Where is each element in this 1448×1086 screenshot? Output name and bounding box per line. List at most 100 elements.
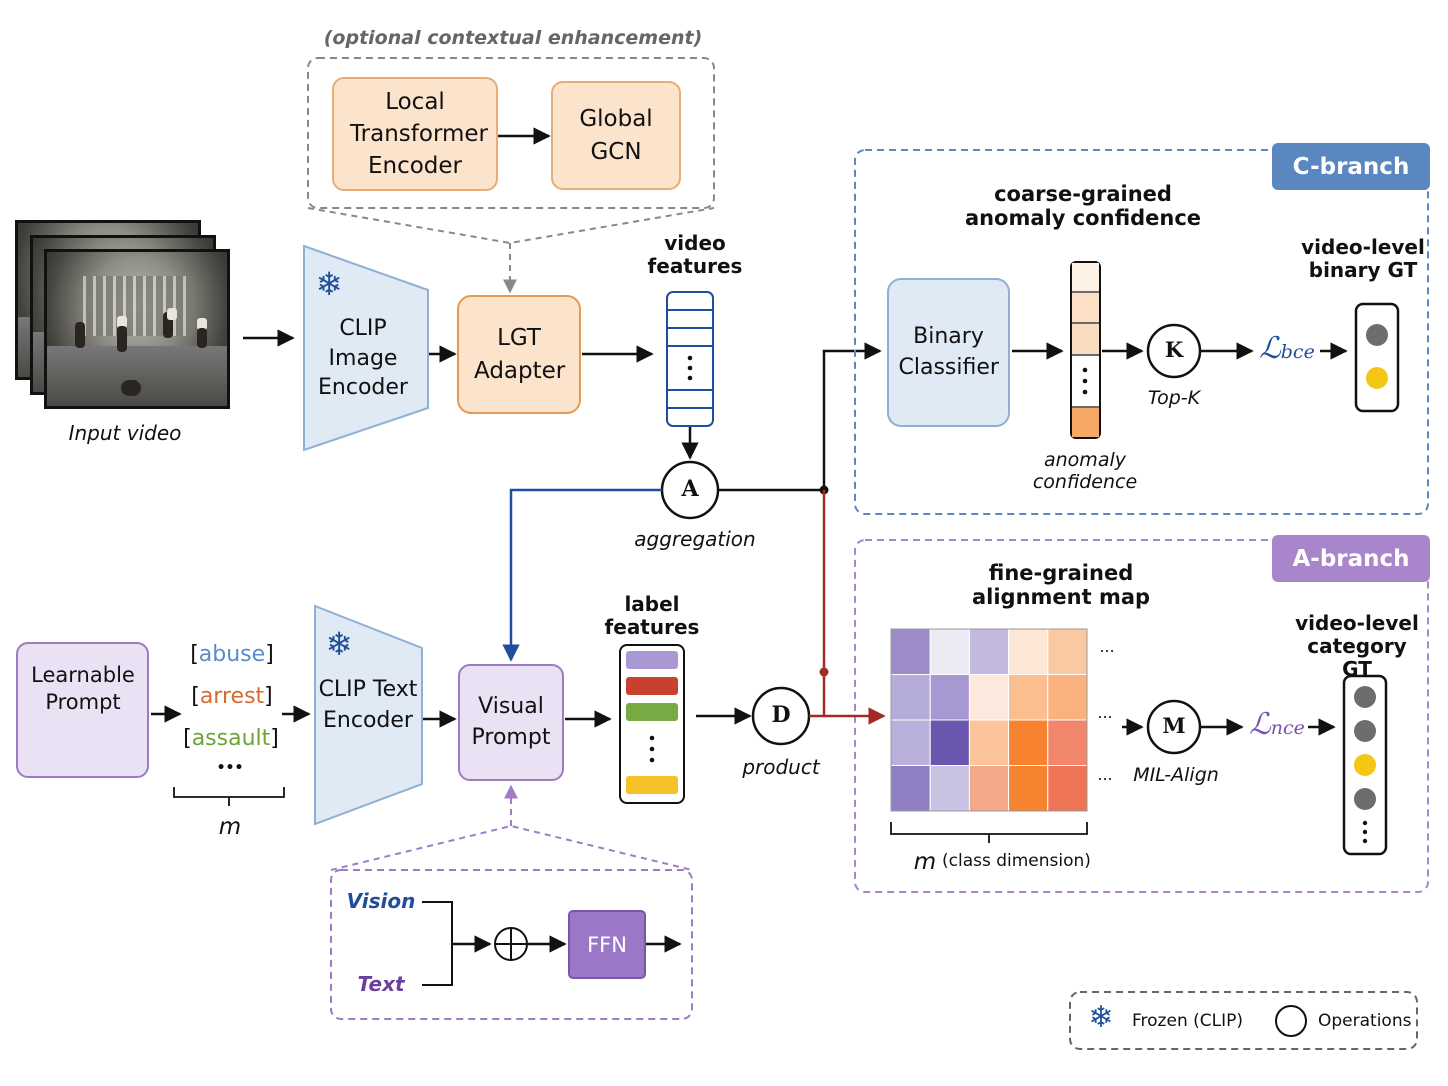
clip-image-encoder-label: CLIP Image Encoder	[318, 316, 408, 401]
heatmap-dots-row1: ...	[1099, 637, 1115, 656]
legend-frame	[1069, 991, 1418, 1050]
abranch-tag: A-branch	[1272, 535, 1430, 582]
binary-gt-indicator	[1354, 302, 1400, 413]
heatmap-dots-row3: ...	[1097, 703, 1113, 722]
vp-detail-frame	[330, 869, 693, 1020]
label-features-label: label features	[604, 592, 700, 639]
heatmap-cell	[929, 628, 970, 675]
local-transformer-label: Local Transformer Encoder	[350, 88, 489, 180]
nce-loss: ℒnce	[1246, 707, 1308, 743]
nce-loss-subscript: nce	[1270, 717, 1305, 739]
local-transformer-box: Local Transformer Encoder	[332, 77, 498, 191]
legend-frozen-label: Frozen (CLIP)	[1132, 1011, 1243, 1031]
mil-align-symbol: M	[1162, 713, 1186, 738]
sum-operator	[494, 927, 528, 961]
topk-symbol: K	[1164, 337, 1184, 362]
legend-operations-label: Operations	[1318, 1011, 1412, 1031]
ffn-box: FFN	[568, 910, 646, 979]
labels-count: m	[218, 814, 242, 840]
heatmap-cell	[1008, 765, 1049, 812]
mil-align-operator	[1146, 699, 1202, 755]
snowflake-icon: ❄	[315, 265, 343, 303]
visual-prompt-label: Visual Prompt	[471, 693, 551, 750]
binary-classifier-box: Binary Classifier	[887, 278, 1010, 427]
aggregation-label: aggregation	[634, 527, 756, 551]
heatmap-cell	[1008, 674, 1049, 721]
bce-loss: ℒbce	[1255, 331, 1319, 367]
heatmap-cell	[968, 628, 1010, 675]
category-gt-indicator	[1342, 674, 1388, 856]
heatmap-cell	[890, 674, 931, 721]
heatmap-cell	[1047, 719, 1088, 766]
class-dimension-label: (class dimension)	[942, 851, 1091, 871]
cbranch-title: coarse-grained anomaly confidence	[964, 182, 1202, 231]
vision-label: Vision	[346, 889, 416, 913]
heatmap-cell	[968, 719, 1010, 766]
visual-prompt-box: Visual Prompt	[458, 664, 564, 781]
heatmap-cell	[929, 719, 970, 766]
class-dimension-m: m	[913, 849, 937, 875]
optional-frame	[307, 57, 715, 209]
anomaly-confidence-label: anomaly confidence	[1032, 449, 1138, 493]
cbranch-tag: C-branch	[1272, 143, 1430, 190]
product-symbol: D	[771, 702, 791, 728]
label-arrest-text: arrest	[199, 684, 265, 709]
heatmap-cell	[890, 765, 931, 812]
red-junction-dot	[819, 667, 829, 677]
bce-loss-symbol: ℒ	[1259, 331, 1281, 366]
text-label: Text	[357, 972, 405, 996]
optional-funnel	[307, 207, 715, 245]
category-gt-label: video-level category GT	[1295, 611, 1419, 681]
heatmap-cell	[929, 765, 970, 812]
label-abuse: [abuse]	[190, 642, 274, 667]
mil-align-label: MIL-Align	[1133, 764, 1219, 786]
heatmap-cell	[890, 628, 931, 675]
vp-detail-funnel	[330, 824, 693, 871]
lgt-adapter-box: LGT Adapter	[457, 295, 581, 414]
binary-classifier-label: Binary Classifier	[898, 323, 999, 380]
heatmap-cell	[1047, 674, 1088, 721]
alignment-heatmap	[890, 628, 1088, 812]
snowflake-icon: ❄	[1088, 1000, 1114, 1035]
nce-loss-symbol: ℒ	[1249, 707, 1271, 742]
global-gcn-box: Global GCN	[551, 81, 681, 190]
anomaly-confidence-column	[1070, 261, 1101, 439]
learnable-prompt-label: Learnable Prompt	[31, 663, 135, 715]
abranch-tag-label: A-branch	[1292, 545, 1410, 572]
snowflake-icon: ❄	[325, 625, 353, 663]
video-feature-column	[666, 291, 714, 427]
product-label: product	[742, 755, 820, 779]
cbranch-tag-label: C-branch	[1292, 153, 1410, 180]
vision-text-bracket	[422, 901, 453, 986]
label-arrest: [arrest]	[191, 684, 273, 709]
labels-ellipsis: •••	[216, 760, 244, 776]
heatmap-cell	[1008, 719, 1049, 766]
heatmap-cell	[968, 765, 1010, 812]
heatmap-cell	[1047, 765, 1088, 812]
global-gcn-label: Global GCN	[579, 106, 653, 165]
ffn-label: FFN	[587, 932, 627, 957]
clip-text-encoder-shape	[314, 604, 423, 826]
heatmap-cell	[1047, 628, 1088, 675]
label-assault: [assault]	[183, 726, 279, 751]
clip-text-encoder-label: CLIP Text Encoder	[318, 677, 418, 733]
label-abuse-text: abuse	[198, 642, 266, 667]
learnable-prompt-box	[16, 642, 149, 778]
heatmap-cell	[890, 719, 931, 766]
heatmap-cell	[929, 674, 970, 721]
label-feature-column	[619, 644, 685, 804]
heatmap-brace	[890, 822, 1088, 843]
input-video-caption: Input video	[68, 421, 182, 445]
optional-title: (optional contextual enhancement)	[323, 27, 703, 49]
lgt-adapter-label: LGT Adapter	[474, 325, 566, 384]
clip-image-encoder-shape	[303, 244, 429, 452]
labels-brace	[173, 787, 285, 806]
to-cbranch-arrow	[822, 342, 882, 490]
video-frame-front	[44, 249, 230, 409]
topk-operator	[1146, 323, 1202, 379]
legend-operation-icon	[1275, 1005, 1307, 1037]
abranch-title: fine-grained alignment map	[971, 561, 1151, 610]
aggregation-symbol: A	[681, 476, 699, 502]
topk-label: Top-K	[1147, 387, 1201, 409]
